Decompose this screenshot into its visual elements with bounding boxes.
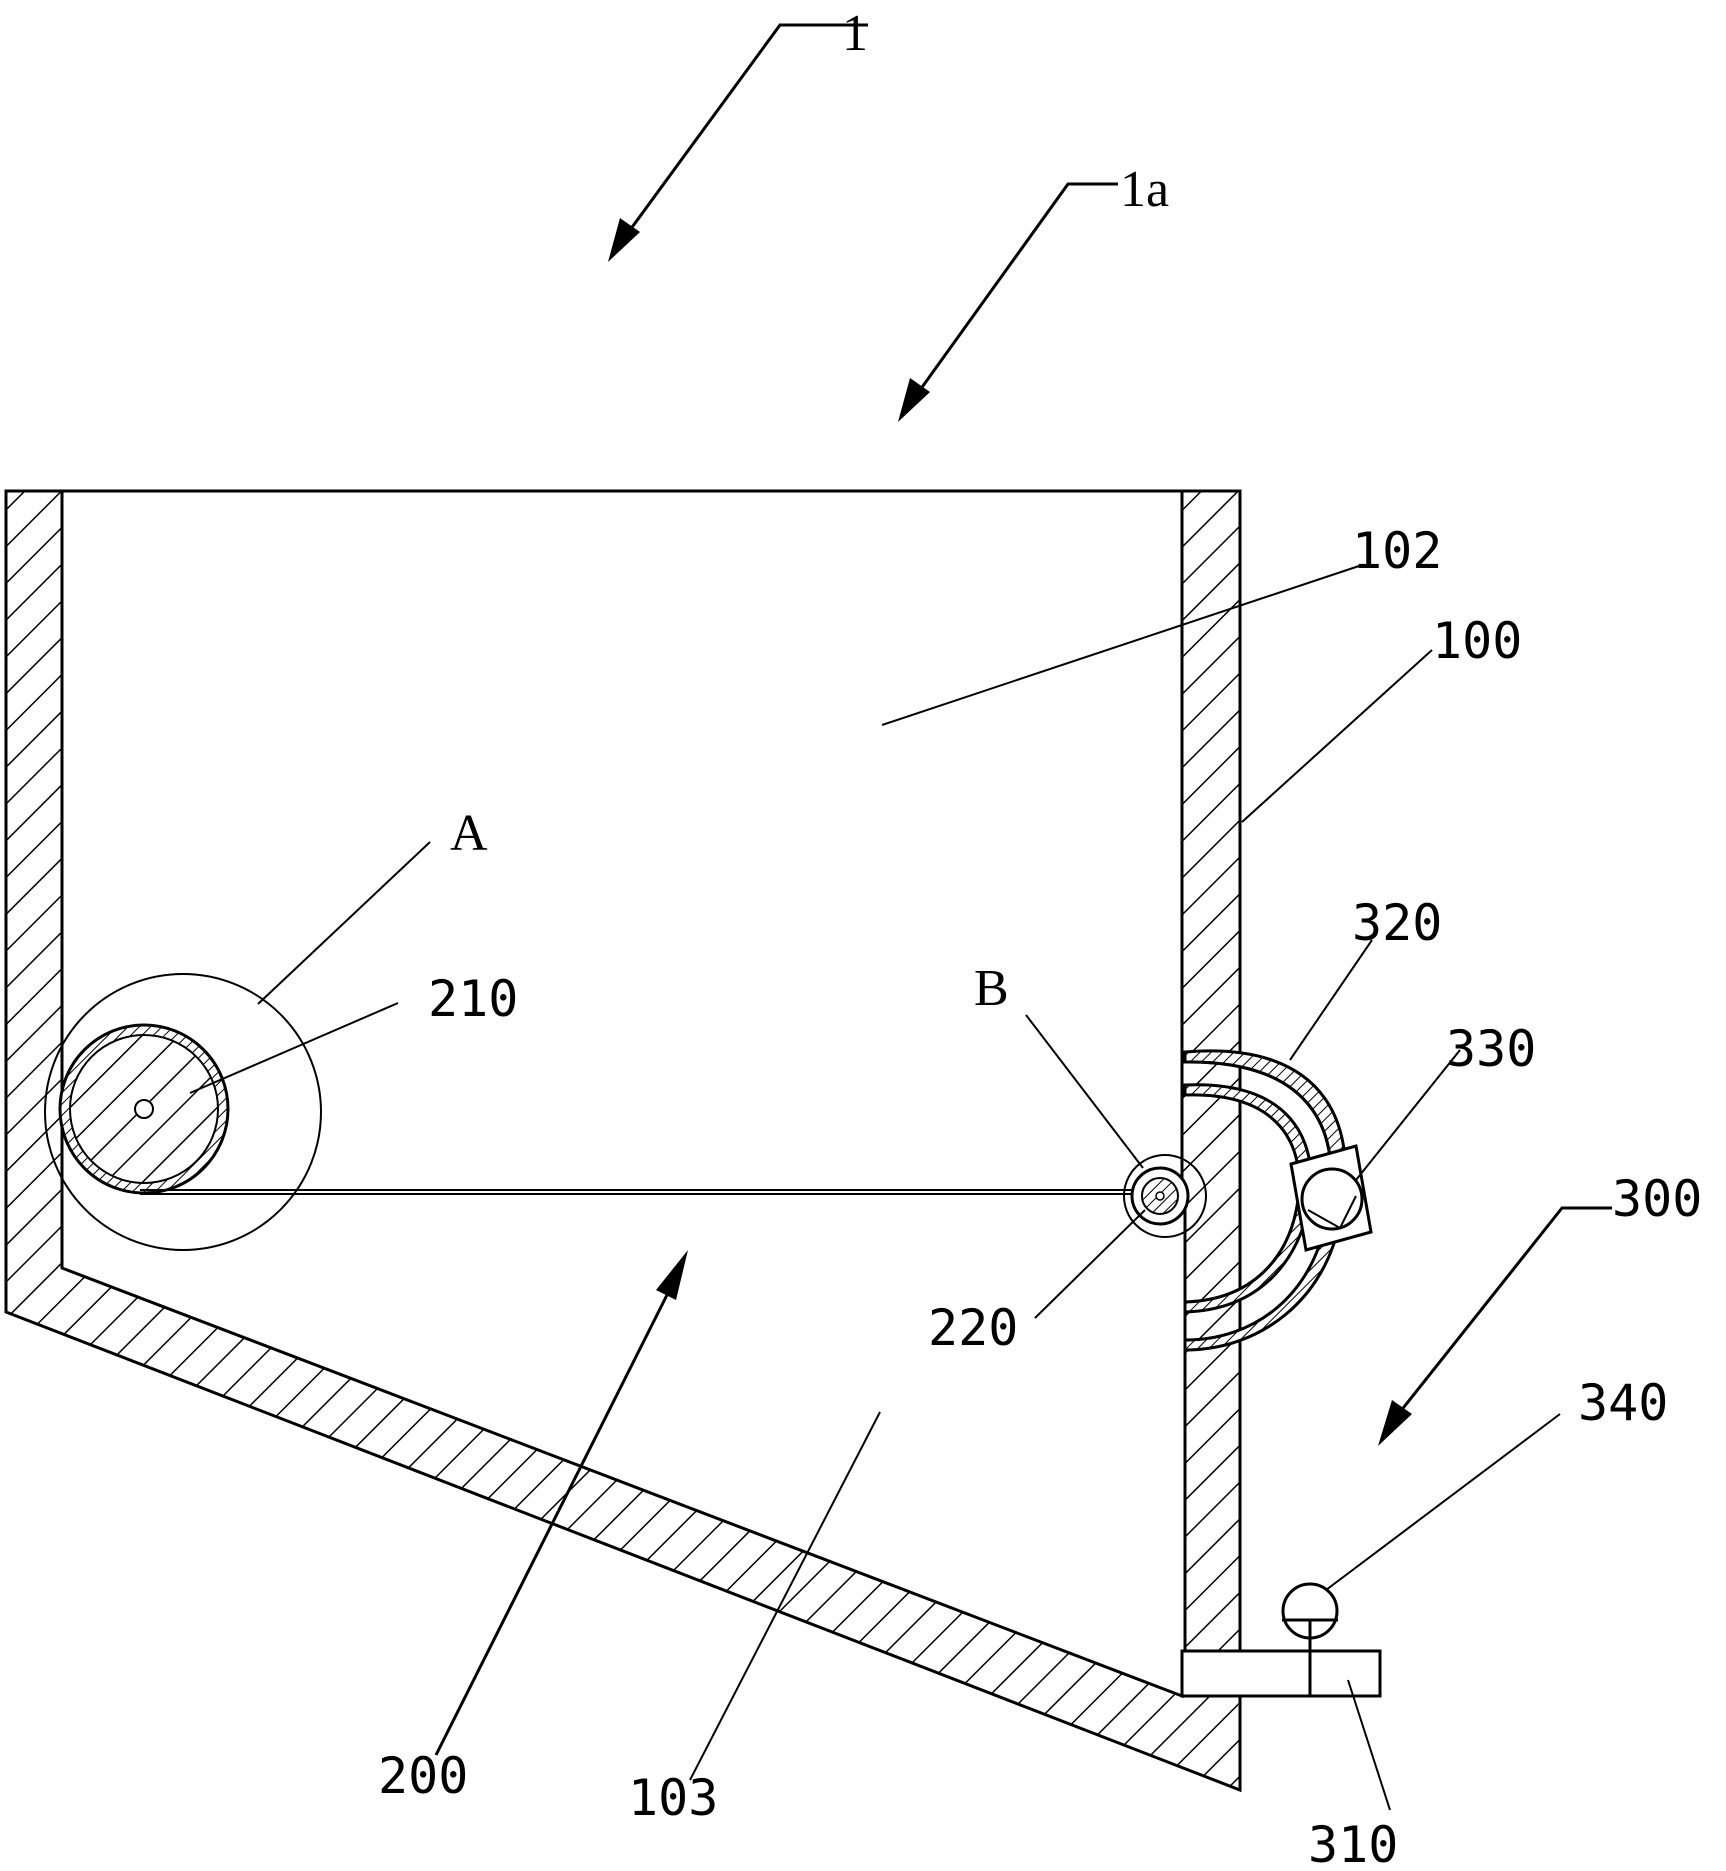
label-210: 210 <box>428 970 518 1028</box>
roller-210 <box>58 1023 230 1195</box>
label-102: 102 <box>1352 522 1442 580</box>
detail-circle-a <box>44 973 322 1251</box>
label-300: 300 <box>1612 1170 1702 1228</box>
label-103: 103 <box>628 1769 718 1827</box>
pipe-320 <box>1183 1049 1347 1352</box>
cable-belt <box>140 1189 1176 1195</box>
float-340 <box>1281 1582 1339 1696</box>
reference-labels: 1 1a 102 100 A 210 B 320 330 300 220 340… <box>378 5 1702 1871</box>
label-a: A <box>450 805 488 862</box>
label-310: 310 <box>1308 1816 1398 1871</box>
label-1: 1 <box>842 5 868 62</box>
pump-330 <box>1289 1144 1373 1252</box>
label-340: 340 <box>1578 1374 1668 1432</box>
label-330: 330 <box>1446 1020 1536 1078</box>
label-220: 220 <box>928 1299 1018 1357</box>
label-200: 200 <box>378 1747 468 1805</box>
label-1a: 1a <box>1120 161 1169 218</box>
label-b: B <box>974 960 1009 1017</box>
outlet-channel <box>1180 1649 1382 1698</box>
detail-circle-b <box>1123 1154 1207 1238</box>
label-320: 320 <box>1352 894 1442 952</box>
leader-lines <box>189 23 1612 1811</box>
roller-220 <box>1130 1166 1190 1226</box>
label-100: 100 <box>1432 612 1522 670</box>
